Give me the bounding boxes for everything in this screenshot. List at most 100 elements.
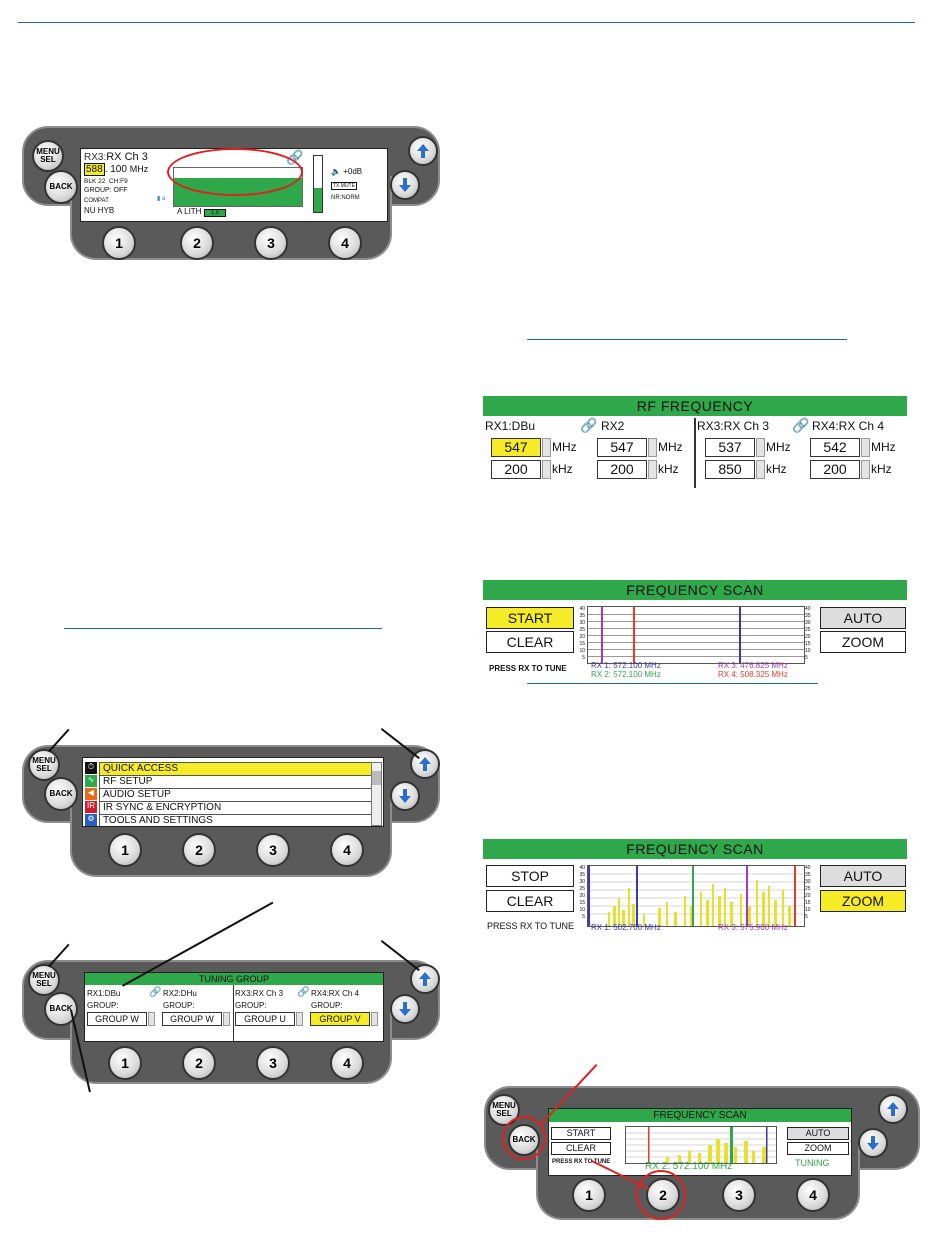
- clear-button[interactable]: CLEAR: [486, 890, 574, 912]
- ch: CH:F9: [108, 178, 128, 185]
- rx1-group-spinner[interactable]: [148, 1012, 155, 1026]
- start-button[interactable]: START: [551, 1127, 611, 1140]
- back-button[interactable]: BACK: [44, 777, 78, 811]
- button-2[interactable]: 2: [182, 833, 216, 867]
- stopwatch-icon: ⏱: [85, 762, 97, 774]
- menu-item-quick-access[interactable]: QUICK ACCESS: [99, 762, 374, 776]
- up-arrow-button[interactable]: [410, 964, 440, 994]
- rx4-group-select[interactable]: GROUP V: [310, 1012, 370, 1026]
- auto-button[interactable]: AUTO: [820, 607, 906, 629]
- zoom-button[interactable]: ZOOM: [787, 1142, 849, 1155]
- rx2-group-spinner[interactable]: [223, 1012, 230, 1026]
- down-arrow-button[interactable]: [390, 170, 420, 200]
- clear-button[interactable]: CLEAR: [551, 1142, 611, 1155]
- rx1-readout: RX 1: 502.700 MHz: [591, 923, 661, 932]
- scrollbar-thumb[interactable]: [372, 771, 381, 785]
- button-4[interactable]: 4: [796, 1178, 830, 1212]
- rx3-mhz-spinner[interactable]: [756, 438, 765, 457]
- receiver-tuning-figure: MENU SEL BACK TUNING GROUP RX1:DBu 🔗 RX2…: [22, 960, 440, 1084]
- up-arrow-icon: [419, 972, 431, 986]
- rx2-mhz-field[interactable]: 547: [597, 438, 647, 457]
- button-4[interactable]: 4: [330, 833, 364, 867]
- menu-sel-button[interactable]: MENU SEL: [28, 964, 60, 996]
- button-4[interactable]: 4: [328, 226, 362, 260]
- back-button[interactable]: BACK: [44, 170, 78, 204]
- rx1-mhz-field[interactable]: 547: [491, 438, 541, 457]
- menu-item-audio-setup[interactable]: AUDIO SETUP: [99, 788, 374, 802]
- freq-main[interactable]: 588: [84, 163, 105, 176]
- rx3-mhz-field[interactable]: 537: [705, 438, 755, 457]
- spectrum-bars: [588, 866, 804, 926]
- button-3[interactable]: 3: [256, 1046, 290, 1080]
- up-arrow-button[interactable]: [878, 1094, 908, 1124]
- menu-sel-button[interactable]: MENU SEL: [32, 140, 64, 172]
- button-3[interactable]: 3: [254, 226, 288, 260]
- menu-item-tools[interactable]: TOOLS AND SETTINGS: [99, 814, 374, 826]
- battery-indicator: 1.5: [203, 209, 227, 217]
- rx2-name: RX2:DHu: [163, 989, 197, 998]
- rx1-group-select[interactable]: GROUP W: [87, 1012, 147, 1026]
- start-button[interactable]: START: [486, 607, 574, 629]
- blk: BLK 22: [84, 178, 106, 185]
- down-arrow-button[interactable]: [390, 994, 420, 1024]
- group-label: GROUP:: [163, 1001, 195, 1010]
- freq-decimal: . 100: [104, 164, 127, 175]
- rx2-khz-field[interactable]: 200: [597, 460, 647, 479]
- up-arrow-icon: [887, 1102, 899, 1116]
- button-2[interactable]: 2: [180, 226, 214, 260]
- highlight-ellipse: [167, 148, 303, 196]
- rx3-khz-spinner[interactable]: [756, 460, 765, 479]
- rx4-khz-spinner[interactable]: [861, 460, 870, 479]
- rf-frequency-screen: RF FREQUENCY RX1:DBu 🔗 RX2 RX3:RX Ch 3 🔗…: [483, 396, 907, 488]
- rx2-khz-spinner[interactable]: [648, 460, 657, 479]
- down-arrow-icon: [399, 789, 411, 803]
- mhz-unit: MHz: [871, 440, 896, 454]
- rx3-khz-field[interactable]: 850: [705, 460, 755, 479]
- auto-button[interactable]: AUTO: [787, 1127, 849, 1140]
- tuning-group-screen: TUNING GROUP RX1:DBu 🔗 RX2:DHu RX3:RX Ch…: [84, 972, 384, 1042]
- button-3[interactable]: 3: [256, 833, 290, 867]
- rx4-group-spinner[interactable]: [371, 1012, 378, 1026]
- up-arrow-button[interactable]: [408, 136, 438, 166]
- rx1-mhz-spinner[interactable]: [542, 438, 551, 457]
- menu-item-rf-setup[interactable]: RF SETUP: [99, 775, 374, 789]
- rx3-group-select[interactable]: GROUP U: [235, 1012, 295, 1026]
- zoom-button[interactable]: ZOOM: [820, 631, 906, 653]
- button-2[interactable]: 2: [182, 1046, 216, 1080]
- button-4[interactable]: 4: [330, 1046, 364, 1080]
- rx1-marker: [739, 607, 741, 663]
- menu-sel-button[interactable]: MENU SEL: [28, 749, 60, 781]
- rx3-group-spinner[interactable]: [296, 1012, 303, 1026]
- button-1[interactable]: 1: [108, 1046, 142, 1080]
- down-arrow-button[interactable]: [390, 781, 420, 811]
- menu-screen: ⏱ ∿ ◀ IR ⚙ QUICK ACCESS RF SETUP AUDIO S…: [82, 757, 384, 827]
- rx1-khz-field[interactable]: 200: [491, 460, 541, 479]
- down-arrow-icon: [867, 1136, 879, 1150]
- down-arrow-button[interactable]: [858, 1128, 888, 1158]
- rx4-mhz-field[interactable]: 542: [810, 438, 860, 457]
- audio-icon: ◀: [85, 788, 97, 800]
- rx2-name: RX2: [601, 419, 625, 433]
- button-1[interactable]: 1: [108, 833, 142, 867]
- button-1[interactable]: 1: [572, 1178, 606, 1212]
- rx3-name: RX3:RX Ch 3: [697, 419, 770, 433]
- menu-item-ir-sync[interactable]: IR SYNC & ENCRYPTION: [99, 801, 374, 815]
- stop-button[interactable]: STOP: [486, 865, 574, 887]
- button-3[interactable]: 3: [722, 1178, 756, 1212]
- zoom-button[interactable]: ZOOM: [820, 890, 906, 912]
- compat-label: COMPAT:: [84, 198, 110, 204]
- auto-button[interactable]: AUTO: [820, 865, 906, 887]
- scrollbar[interactable]: [371, 762, 382, 826]
- rx4-khz-field[interactable]: 200: [810, 460, 860, 479]
- spectrum-plot: [625, 1126, 777, 1164]
- rx2-group-select[interactable]: GROUP W: [162, 1012, 222, 1026]
- rx2-mhz-spinner[interactable]: [648, 438, 657, 457]
- ir-sync-icon: IR: [85, 801, 97, 813]
- rx1-khz-spinner[interactable]: [542, 460, 551, 479]
- rx4-name: RX4:RX Ch 4: [311, 989, 360, 998]
- clear-button[interactable]: CLEAR: [486, 631, 574, 653]
- scan-title: FREQUENCY SCAN: [549, 1109, 851, 1122]
- button-1[interactable]: 1: [102, 226, 136, 260]
- rx4-mhz-spinner[interactable]: [861, 438, 870, 457]
